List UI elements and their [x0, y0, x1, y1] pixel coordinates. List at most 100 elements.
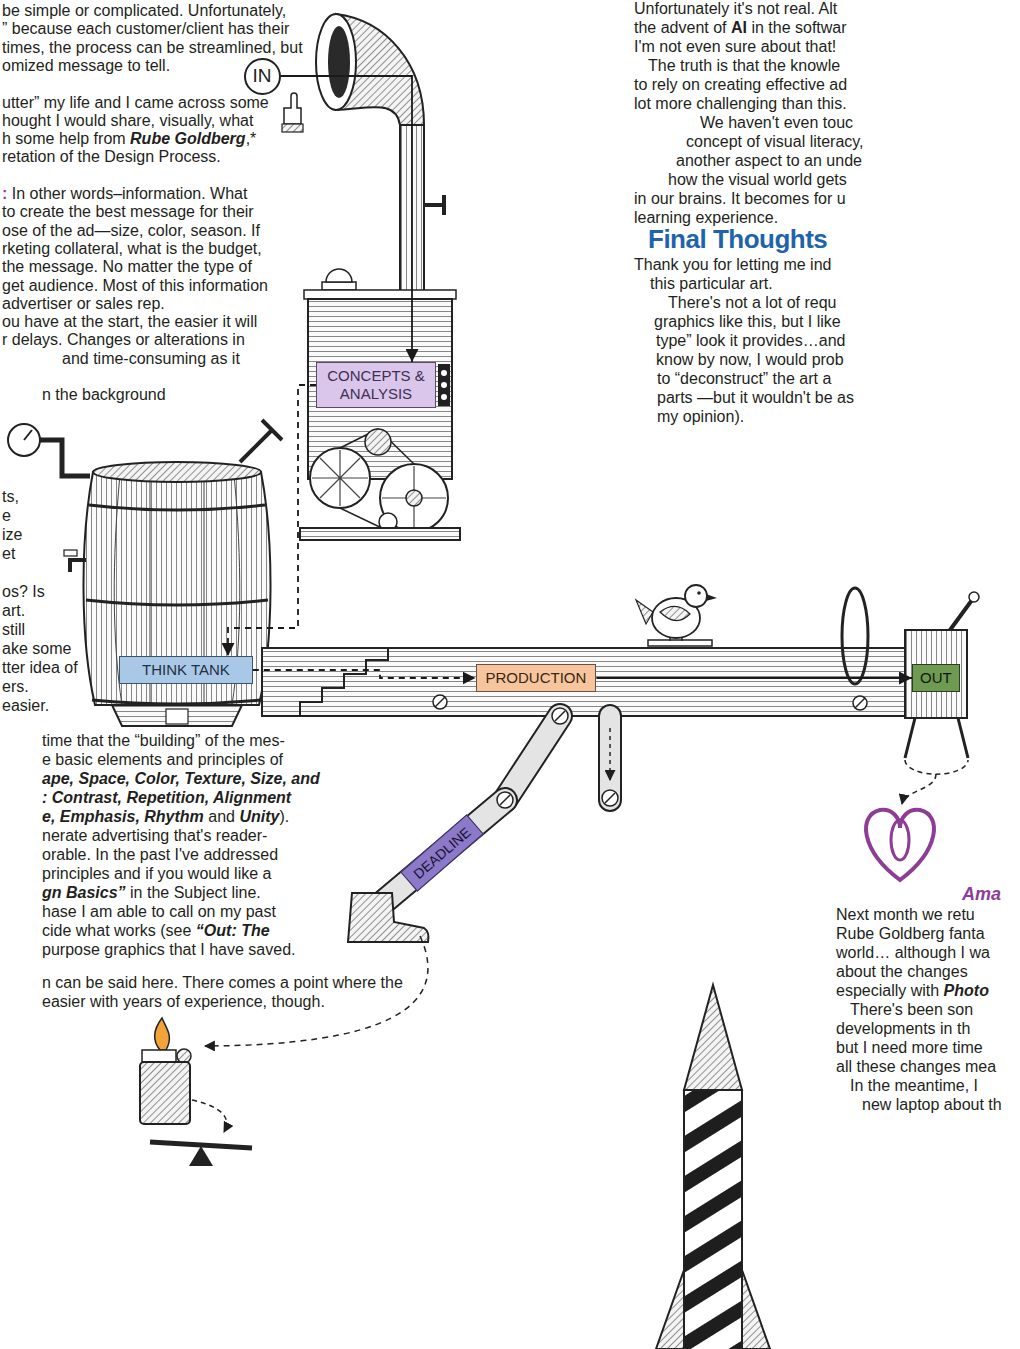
article-text: lot more challenging than this.: [634, 95, 847, 113]
hoop: [842, 588, 868, 684]
text-run: Rube Goldberg: [130, 130, 246, 147]
article-text: to rely on creating effective ad: [634, 76, 847, 94]
pedestal-door: [166, 709, 188, 724]
article-text: ose of the ad—size, color, season. If: [2, 222, 260, 240]
flow-arrow: [253, 670, 476, 678]
article-text: advertiser or sales rep.: [2, 295, 165, 313]
heart-loop: [891, 820, 909, 860]
pointing-hand: [284, 93, 301, 124]
label-plate: PRODUCTION: [476, 664, 597, 692]
article-text: be simple or complicated. Unfortunately,: [2, 2, 286, 20]
bird-tail: [636, 600, 653, 624]
text-run: in the Subject line.: [126, 884, 261, 901]
lighter-flame: [155, 1018, 170, 1050]
article-text: graphics like this, but I like: [654, 313, 841, 331]
article-text: type” look it provides…and: [656, 332, 845, 350]
article-text: h some help from Rube Goldberg,*: [2, 130, 256, 148]
article-text: Rube Goldberg fanta: [836, 925, 985, 943]
article-text: my opinion).: [657, 408, 744, 426]
article-text: tter idea of: [2, 659, 78, 677]
text-run: h some help from: [2, 130, 130, 147]
article-text: get audience. Most of this information: [2, 277, 268, 295]
lever-arm: [505, 716, 560, 800]
article-text: ers.: [2, 678, 29, 696]
text-run: the advent of: [634, 19, 731, 36]
screw-slot: [435, 697, 445, 707]
article-text: In the meantime, I: [850, 1077, 978, 1095]
article-text: this particular art.: [650, 275, 773, 293]
bird-eye: [697, 591, 701, 595]
barrel-hoops: [86, 505, 268, 704]
article-text: Next month we retu: [836, 906, 975, 924]
article-text: omized message to tell.: [2, 57, 170, 75]
bulb-base: [322, 282, 356, 290]
article-text: r delays. Changes or alterations in: [2, 331, 245, 349]
article-text: There's been son: [850, 1001, 973, 1019]
article-text: developments in th: [836, 1020, 970, 1038]
machine-base: [300, 528, 460, 540]
swing-arc: [905, 760, 968, 774]
plate-label: IN: [253, 67, 272, 85]
article-text: retation of the Design Process.: [2, 148, 221, 166]
lever-arm: [380, 800, 505, 905]
wheel-spokes: [312, 450, 368, 506]
plate-label: PRODUCTION: [486, 669, 587, 687]
article-text: rketing collateral, what is the budget,: [2, 240, 262, 258]
article-text: to create the best message for their: [2, 203, 254, 221]
label-plate: DEADLINE: [400, 814, 483, 891]
text-run: In other words–information. What: [7, 185, 247, 202]
article-text: n can be said here. There comes a point …: [42, 974, 403, 992]
plate-label: OUT: [920, 669, 952, 687]
lever-arm: [505, 716, 560, 800]
rocket-fin: [742, 1270, 770, 1349]
article-text: to “deconstruct” the art a: [657, 370, 831, 388]
rocket-fin: [656, 1270, 684, 1349]
article-text: There's not a lot of requ: [668, 294, 836, 312]
article-text: We haven't even touc: [700, 114, 853, 132]
article-text: easier.: [2, 697, 49, 715]
article-text: know by now, I would prob: [656, 351, 844, 369]
text-run: AI: [731, 19, 747, 36]
think-tank-barrel: [83, 472, 270, 705]
bird-legs: [670, 637, 682, 641]
screw-slot: [500, 711, 615, 805]
article-text: e, Emphasis, Rhythm and Unity).: [42, 808, 289, 826]
article-text: et: [2, 545, 15, 563]
text-run: cide what works (see: [42, 922, 196, 939]
label-plate: CONCEPTS & ANALYSIS: [316, 362, 436, 408]
t-handle: [240, 420, 282, 462]
article-text: nerate advertising that's reader-: [42, 827, 267, 845]
indicator-light: [441, 370, 447, 376]
article-text: and time-consuming as it: [62, 350, 240, 368]
text-run: “Out: The: [196, 922, 270, 939]
rocket-nose: [684, 985, 742, 1090]
article-text: : In other words–information. What: [2, 185, 247, 203]
rocket-body: [684, 1090, 742, 1349]
barrel-pedestal: [112, 705, 242, 726]
heart: [866, 810, 934, 880]
seesaw-pivot: [189, 1146, 213, 1166]
article-text: principles and if you would like a: [42, 865, 271, 883]
lighter: [140, 1062, 190, 1124]
article-text: times, the process can be streamlined, b…: [2, 39, 303, 57]
switch-lever: [950, 600, 972, 630]
article-text: about the changes: [836, 963, 968, 981]
text-run: Unity: [239, 808, 279, 825]
text-run: especially with: [836, 982, 944, 999]
switch-knob: [969, 592, 979, 602]
barrel-lid: [93, 462, 261, 482]
lighter-cap: [142, 1050, 176, 1062]
gauge-needle: [24, 430, 32, 440]
article-text: ake some: [2, 640, 71, 658]
article-text: world… although I wa: [836, 944, 990, 962]
bird-wing: [660, 606, 690, 620]
article-text: os? Is: [2, 583, 45, 601]
barrel-tap: [70, 560, 86, 572]
drop-arrow: [192, 1100, 227, 1132]
article-text: hought I would share, visually, what: [2, 112, 253, 130]
drop-arrow: [902, 774, 936, 804]
article-text: still: [2, 621, 25, 639]
gauge-pipe: [40, 440, 90, 476]
article-text: purpose graphics that I have saved.: [42, 941, 296, 959]
